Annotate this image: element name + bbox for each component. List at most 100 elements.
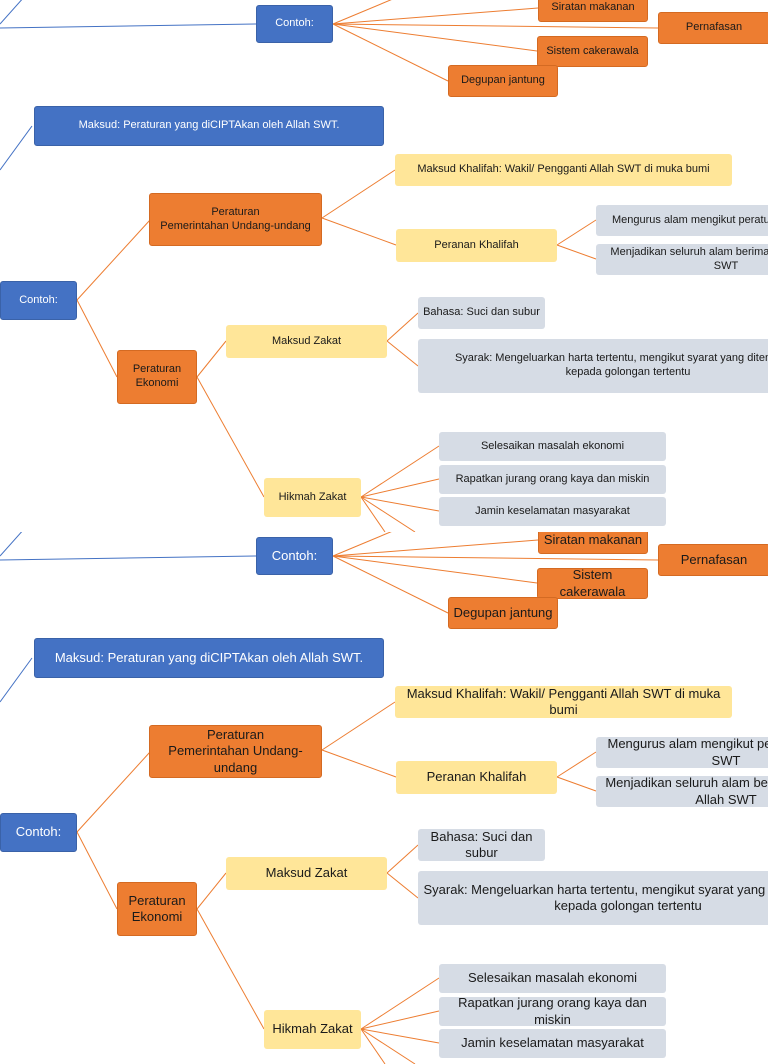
node-hikmah-3: Jamin keselamatan masyarakat (439, 497, 666, 526)
node-bahasa: Bahasa: Suci dan subur (418, 829, 545, 861)
node-label: Bahasa: Suci dan subur (423, 306, 540, 319)
connector-line (76, 219, 151, 301)
connector-line (360, 496, 416, 532)
node-label: Syarak: Mengeluarkan harta tertentu, men… (454, 352, 768, 378)
node-label: Menjadikan seluruh alam beriman kepada A… (610, 245, 768, 272)
node-cakerawala: Sistem cakerawala (537, 36, 648, 67)
node-label: Maksud Zakat (265, 865, 348, 881)
node-label: Sistem cakerawala (559, 568, 626, 599)
node-contoh-main: Contoh: (0, 813, 77, 852)
node-contoh-organ: Contoh: (256, 5, 333, 43)
connector-line (196, 908, 265, 1030)
node-menjadikan: Menjadikan seluruh alam beriman kepada A… (596, 776, 768, 807)
connector-line (332, 539, 539, 557)
connector-line (76, 751, 151, 833)
node-label: Jamin keselamatan masyarakat (461, 1035, 644, 1051)
node-label: Hikmah Zakat (278, 490, 347, 503)
node-contoh-main: Contoh: (0, 281, 77, 320)
node-label: Rapatkan jurang orang kaya dan miskin (455, 472, 650, 485)
connector-line (332, 555, 538, 584)
connector-line (386, 312, 419, 342)
connector-line (360, 478, 440, 498)
node-label: Maksud Khalifah: Wakil/ Pengganti Allah … (417, 163, 710, 176)
connector-line (76, 299, 118, 378)
node-label: Contoh: (275, 17, 314, 30)
connector-line-blue (0, 555, 257, 561)
connector-line (332, 555, 659, 561)
connector-line (332, 0, 392, 25)
connector-line (321, 749, 397, 778)
node-degupan: Degupan jantung (448, 65, 558, 97)
connector-line (360, 445, 440, 498)
connector-line (386, 340, 419, 367)
node-label: Peranan Khalifah (434, 238, 519, 251)
node-label: Maksud: Peraturan yang diCIPTAkan oleh A… (54, 649, 364, 665)
node-peranan: Peranan Khalifah (396, 761, 557, 794)
node-label: Pernafasan (680, 551, 748, 567)
node-label: Jamin keselamatan masyarakat (475, 504, 630, 517)
connector-line (556, 751, 597, 778)
node-maksud: Maksud: Peraturan yang diCIPTAkan oleh A… (34, 106, 384, 146)
node-hikmah: Hikmah Zakat (264, 1010, 361, 1049)
node-label: Selesaikan masalah ekonomi (467, 970, 638, 986)
node-label: Selesaikan masalah ekonomi (480, 439, 625, 452)
connector-line-blue (0, 23, 257, 29)
node-siratan: Siratan makanan (538, 532, 648, 554)
node-maksud: Maksud: Peraturan yang diCIPTAkan oleh A… (34, 638, 384, 678)
node-label: Maksud Khalifah: Wakil/ Pengganti Allah … (406, 686, 721, 717)
node-hikmah-1: Selesaikan masalah ekonomi (439, 432, 666, 461)
node-label: Menjadikan seluruh alam beriman kepada A… (605, 776, 768, 807)
node-label: Maksud: Peraturan yang diCIPTAkan oleh A… (78, 119, 340, 132)
node-contoh-organ: Contoh: (256, 537, 333, 575)
node-khalifah: Maksud Khalifah: Wakil/ Pengganti Allah … (395, 686, 732, 718)
node-label: Contoh: (15, 824, 62, 840)
node-label: Rapatkan jurang orang kaya dan miskin (458, 997, 647, 1026)
node-hikmah-1: Selesaikan masalah ekonomi (439, 964, 666, 993)
connector-line (321, 701, 396, 751)
node-cakerawala: Sistem cakerawala (537, 568, 648, 599)
node-label: Sistem cakerawala (546, 44, 639, 57)
node-label: Mengurus alam mengikut peraturan Allah S… (611, 213, 768, 226)
node-label: Pernafasan (685, 21, 743, 34)
connector-line (556, 244, 597, 260)
connector-line-blue (0, 125, 33, 171)
node-label: Degupan jantung (453, 604, 553, 620)
node-label: Degupan jantung (461, 74, 545, 87)
connector-line-blue (0, 657, 33, 703)
node-mengurus: Mengurus alam mengikut peraturan Allah S… (596, 737, 768, 768)
node-label: Bahasa: Suci dan subur (430, 829, 533, 860)
connector-line (386, 844, 419, 874)
node-syarak: Syarak: Mengeluarkan harta tertentu, men… (418, 871, 768, 925)
node-maksud-zakat: Maksud Zakat (226, 325, 387, 358)
node-hikmah-3: Jamin keselamatan masyarakat (439, 1029, 666, 1058)
node-hikmah: Hikmah Zakat (264, 478, 361, 517)
connector-line (332, 532, 392, 557)
connector-line (556, 776, 597, 792)
node-hikmah-2: Rapatkan jurang orang kaya dan miskin (439, 465, 666, 494)
connector-line (332, 23, 538, 52)
connector-line (360, 977, 440, 1030)
connector-line (76, 831, 118, 910)
node-label: Maksud Zakat (271, 334, 342, 347)
node-pernafasan: Pernafasan (658, 544, 768, 576)
connector-line (332, 555, 449, 614)
connector-line (321, 169, 396, 219)
node-mengurus: Mengurus alam mengikut peraturan Allah S… (596, 205, 768, 236)
node-label: Mengurus alam mengikut peraturan Allah S… (607, 737, 768, 768)
node-pernafasan: Pernafasan (658, 12, 768, 44)
connector-line (321, 217, 397, 246)
connector-line (386, 872, 419, 899)
node-label: Peranan Khalifah (426, 769, 527, 785)
node-hikmah-2: Rapatkan jurang orang kaya dan miskin (439, 997, 666, 1026)
connector-line (332, 23, 449, 82)
node-peranan: Peranan Khalifah (396, 229, 557, 262)
